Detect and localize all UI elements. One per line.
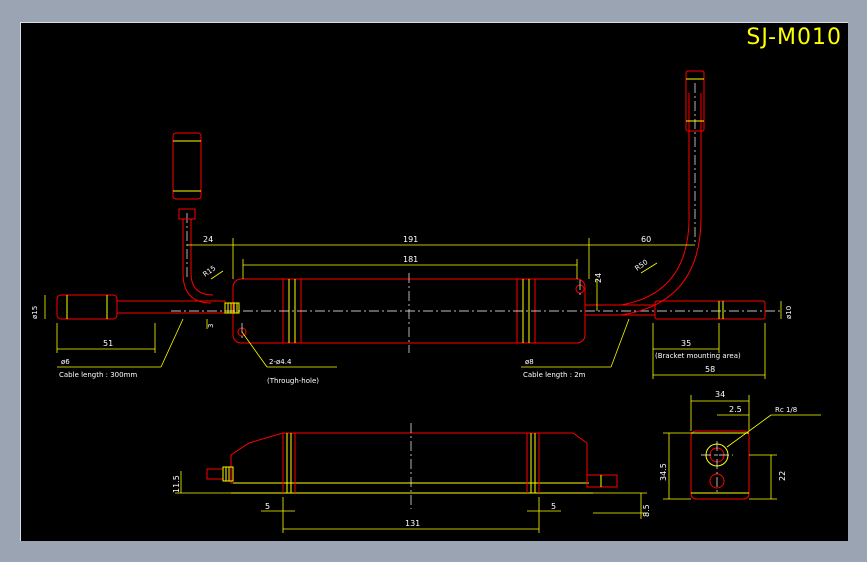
dim-131: 131 <box>405 519 420 528</box>
dim-22: 22 <box>778 471 787 481</box>
dim-r50: R50 <box>634 258 650 272</box>
top-view-dimension-labels: 24 191 60 181 24 R15 R50 ø15 ø10 3 51 ø6… <box>31 235 793 385</box>
drawing-title: SJ-M010 <box>746 25 842 50</box>
dim-24: 24 <box>203 235 213 244</box>
rc-thread-label: Rc 1/8 <box>775 406 797 414</box>
front-view-dimension-labels: 11.5 5 5 131 8.5 <box>172 475 651 528</box>
cad-viewport[interactable]: .obj { stroke:#ff0000; fill:none; stroke… <box>21 23 848 541</box>
dim-58: 58 <box>705 365 715 374</box>
dim-51: 51 <box>103 339 113 348</box>
dim-2-5: 2.5 <box>729 405 742 414</box>
top-view <box>44 70 782 379</box>
dim-dia15: ø15 <box>31 306 39 319</box>
dim-5-left: 5 <box>265 502 270 511</box>
dim-3: 3 <box>207 324 215 328</box>
dim-34-5: 34.5 <box>659 463 668 481</box>
side-view-dimension-labels: 34 2.5 Rc 1/8 34.5 22 <box>659 390 797 481</box>
cable-length-right: Cable length : 2m <box>523 371 586 379</box>
dim-191: 191 <box>403 235 418 244</box>
dim-5-right: 5 <box>551 502 556 511</box>
technical-drawing: .obj { stroke:#ff0000; fill:none; stroke… <box>31 70 821 533</box>
holes-label: 2-ø4.4 <box>269 358 292 366</box>
right-fitting <box>654 300 766 320</box>
right-vertical-connector <box>685 70 705 132</box>
dim-dia8: ø8 <box>525 358 534 366</box>
dim-24-vertical: 24 <box>594 273 603 283</box>
right-cable <box>584 304 656 316</box>
dim-dia6: ø6 <box>61 358 70 366</box>
side-view <box>663 395 821 500</box>
dim-34: 34 <box>715 390 725 399</box>
front-view <box>175 423 647 533</box>
dim-60: 60 <box>641 235 651 244</box>
cable-length-left: Cable length : 300mm <box>59 371 137 379</box>
body-outline-front <box>230 432 588 484</box>
bracket-area-label: (Bracket mounting area) <box>655 352 741 360</box>
dim-181: 181 <box>403 255 418 264</box>
dim-11-5: 11.5 <box>172 475 181 493</box>
left-vertical-connector <box>172 132 202 200</box>
dim-8-5: 8.5 <box>642 504 651 517</box>
left-bent-cable <box>182 219 212 304</box>
body-outline-side <box>690 430 750 500</box>
dim-35: 35 <box>681 339 691 348</box>
dim-dia10: ø10 <box>785 306 793 319</box>
through-hole-label: (Through-hole) <box>267 377 319 385</box>
right-bent-cable <box>620 93 690 306</box>
drawing-frame: .obj { stroke:#ff0000; fill:none; stroke… <box>20 22 848 541</box>
left-connector <box>56 294 118 320</box>
